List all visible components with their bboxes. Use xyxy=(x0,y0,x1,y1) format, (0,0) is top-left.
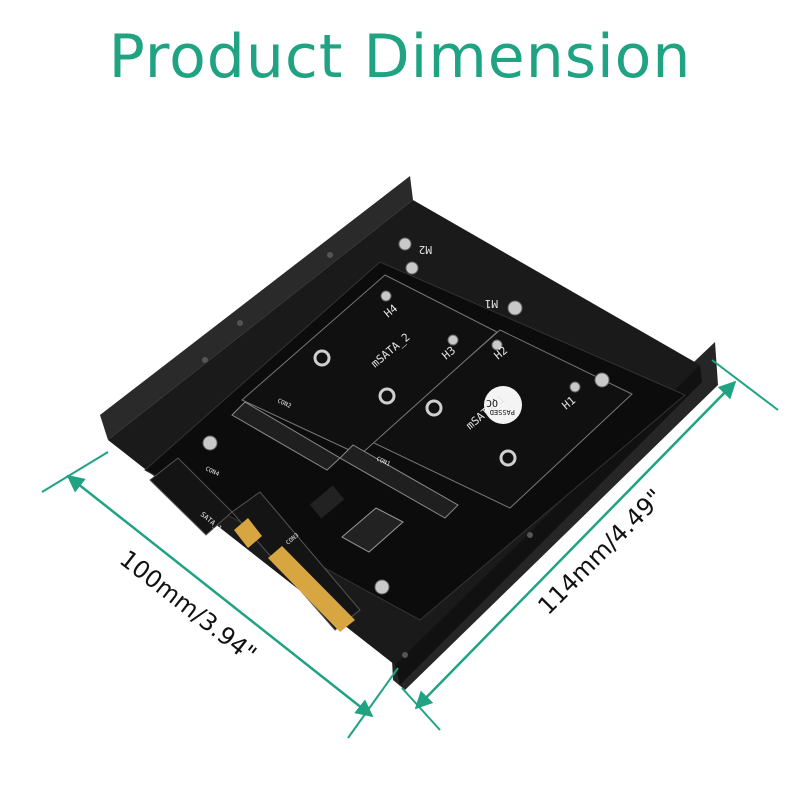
adapter-pcb: mSATA_1 mSATA_2 QC PASSED M1 M2 H1 H2 H3… xyxy=(144,237,686,632)
dimension-lines xyxy=(41,359,779,739)
length-dimension-arrow xyxy=(414,380,737,710)
label-qc: QC xyxy=(486,397,498,408)
label-passed: PASSED xyxy=(490,408,515,416)
label-m1: M1 xyxy=(485,297,498,310)
width-dimension-arrow xyxy=(66,474,374,718)
label-m2: M2 xyxy=(419,243,432,256)
page-title: Product Dimension xyxy=(108,22,692,92)
width-dimension-label: 100mm/3.94" xyxy=(114,545,261,669)
